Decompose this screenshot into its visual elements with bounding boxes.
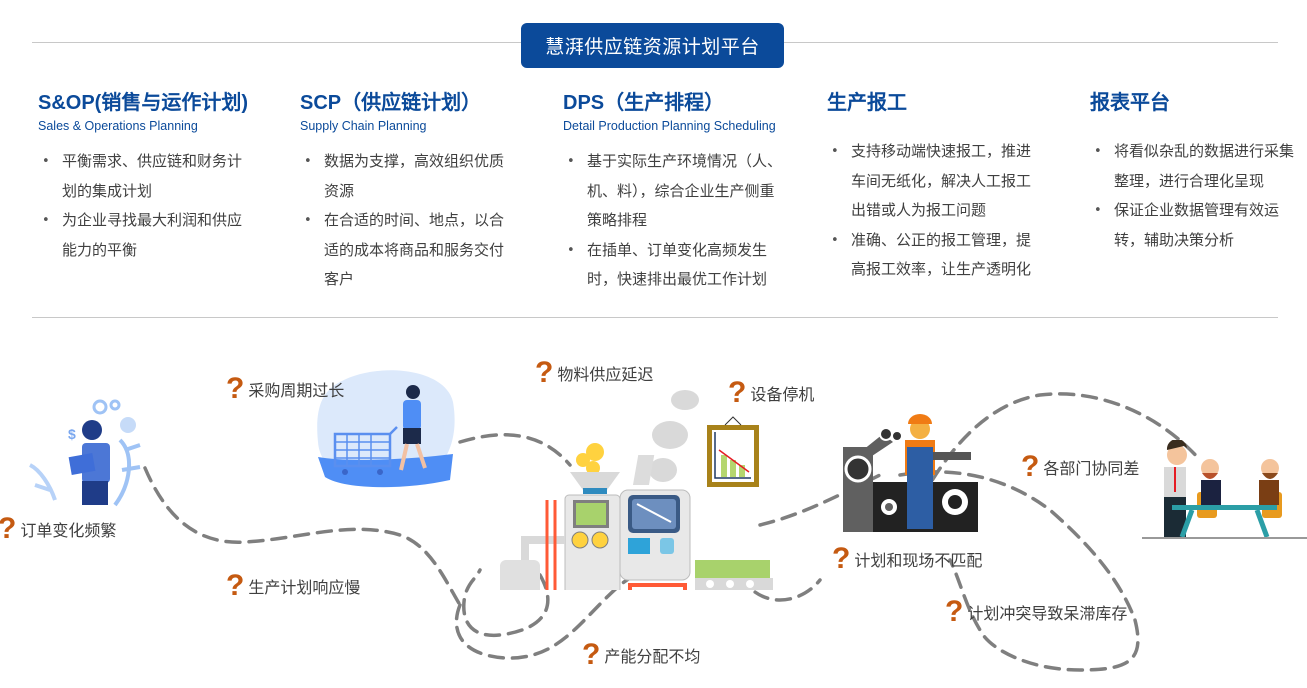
- module-bullets: 将看似杂乱的数据进行采集整理，进行合理化呈现 保证企业数据管理有效运转，辅助决策…: [1090, 137, 1307, 255]
- bullet-item: 为企业寻找最大利润和供应能力的平衡: [38, 206, 253, 265]
- module-title: 报表平台: [1090, 92, 1170, 114]
- issue-label: 物料供应延迟: [557, 365, 654, 384]
- module-production-report: 生产报工 支持移动端快速报工，推进车间无纸化，解决人工报工出错或人为报工问题 准…: [827, 86, 1087, 285]
- issue-material-delay: ? 物料供应延迟: [535, 358, 653, 388]
- flow-path: [454, 553, 672, 660]
- issue-label: 设备停机: [750, 385, 815, 404]
- issue-label: 采购周期过长: [248, 381, 345, 400]
- issue-label: 各部门协同差: [1043, 459, 1140, 478]
- module-bullets: 基于实际生产环境情况（人、机、料），综合企业生产侧重策略排程 在插单、订单变化高…: [563, 147, 823, 295]
- issue-order-changes: ? 订单变化频繁: [0, 514, 116, 544]
- module-dps: DPS（生产排程） Detail Production Planning Sch…: [563, 86, 823, 295]
- flow-path: [898, 470, 1140, 672]
- question-mark-icon: ?: [945, 595, 964, 628]
- flow-path: [758, 473, 882, 527]
- bullet-item: 在合适的时间、地点，以合适的成本将商品和服务交付客户: [300, 206, 515, 295]
- problem-scene: $: [0, 330, 1307, 688]
- question-mark-icon: ?: [0, 514, 16, 544]
- issue-long-procurement: ? 采购周期过长: [226, 374, 344, 404]
- issue-plan-conflict-stock: ? 计划冲突导致呆滞库存: [945, 597, 1127, 627]
- module-title: 生产报工: [827, 92, 907, 114]
- module-subtitle: Supply Chain Planning: [300, 119, 427, 133]
- question-mark-icon: ?: [728, 376, 747, 409]
- flow-path: [462, 568, 550, 637]
- module-title: SCP（供应链计划）: [300, 92, 482, 114]
- issue-label: 生产计划响应慢: [248, 578, 361, 597]
- module-subtitle: Detail Production Planning Scheduling: [563, 119, 776, 133]
- issue-slow-plan-response: ? 生产计划响应慢: [226, 571, 360, 601]
- issue-poor-collaboration: ? 各部门协同差: [1021, 452, 1139, 482]
- issue-uneven-capacity: ? 产能分配不均: [582, 640, 700, 670]
- issue-label: 计划冲突导致呆滞库存: [967, 604, 1128, 623]
- businessman-illustration: $: [28, 399, 141, 507]
- meeting-illustration: [1142, 440, 1307, 539]
- module-scp: SCP（供应链计划） Supply Chain Planning 数据为支撑，高…: [300, 86, 560, 295]
- factory-machine-illustration: [500, 390, 773, 590]
- dashed-flow-paths: [143, 392, 1202, 672]
- flow-path: [143, 466, 462, 607]
- issue-label: 产能分配不均: [604, 647, 701, 666]
- bullet-item: 将看似杂乱的数据进行采集整理，进行合理化呈现: [1090, 137, 1305, 196]
- platform-title-badge: 慧湃供应链资源计划平台: [521, 23, 784, 68]
- question-mark-icon: ?: [226, 569, 245, 602]
- bullet-item: 支持移动端快速报工，推进车间无纸化，解决人工报工出错或人为报工问题: [827, 137, 1042, 226]
- module-bullets: 平衡需求、供应链和财务计划的集成计划 为企业寻找最大利润和供应能力的平衡: [38, 147, 298, 265]
- issue-plan-site-mismatch: ? 计划和现场不匹配: [832, 544, 982, 574]
- bullet-item: 基于实际生产环境情况（人、机、料），综合企业生产侧重策略排程: [563, 147, 788, 236]
- middle-divider: [32, 317, 1278, 318]
- bullet-item: 数据为支撑，高效组织优质资源: [300, 147, 515, 206]
- worker-machine-illustration: [843, 414, 978, 532]
- issue-label: 计划和现场不匹配: [854, 551, 983, 570]
- bullet-item: 在插单、订单变化高频发生时，快速排出最优工作计划: [563, 236, 788, 295]
- issue-equipment-downtime: ? 设备停机: [728, 378, 814, 408]
- issue-label: 订单变化频繁: [20, 521, 117, 540]
- bullet-item: 平衡需求、供应链和财务计划的集成计划: [38, 147, 253, 206]
- shopping-cart-illustration: [317, 370, 455, 488]
- question-mark-icon: ?: [535, 356, 554, 389]
- module-title: DPS（生产排程）: [563, 92, 725, 114]
- question-mark-icon: ?: [582, 638, 601, 671]
- bullet-item: 保证企业数据管理有效运转，辅助决策分析: [1090, 196, 1305, 255]
- module-bullets: 支持移动端快速报工，推进车间无纸化，解决人工报工出错或人为报工问题 准确、公正的…: [827, 137, 1087, 285]
- module-subtitle: Sales & Operations Planning: [38, 119, 198, 133]
- module-report-platform: 报表平台 将看似杂乱的数据进行采集整理，进行合理化呈现 保证企业数据管理有效运转…: [1090, 86, 1307, 255]
- module-sop: S&OP(销售与运作计划) Sales & Operations Plannin…: [38, 86, 298, 265]
- flow-path: [908, 392, 1202, 522]
- question-mark-icon: ?: [226, 372, 245, 405]
- bullet-item: 准确、公正的报工管理，提高报工效率，让生产透明化: [827, 226, 1042, 285]
- module-title: S&OP(销售与运作计划): [38, 92, 248, 114]
- flow-path: [458, 433, 572, 467]
- question-mark-icon: ?: [832, 542, 851, 575]
- svg-text:$: $: [68, 426, 76, 442]
- module-bullets: 数据为支撑，高效组织优质资源 在合适的时间、地点，以合适的成本将商品和服务交付客…: [300, 147, 560, 295]
- question-mark-icon: ?: [1021, 450, 1040, 483]
